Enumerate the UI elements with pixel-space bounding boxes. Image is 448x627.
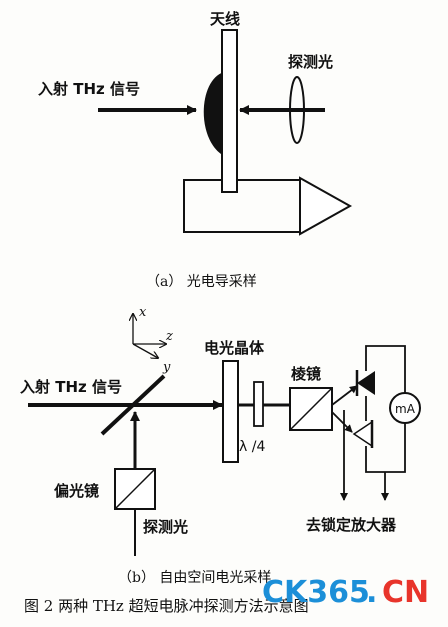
ammeter-label: mA	[395, 402, 416, 416]
axis-x-label: x	[139, 305, 147, 320]
circuit-wiring	[183, 179, 300, 233]
figure-caption: 图 2 两种 THz 超短电脉冲探测方法示意图	[24, 597, 309, 615]
incident-thz-label-b: 入射 THz 信号	[20, 378, 122, 396]
quarter-wave-plate	[253, 381, 264, 427]
eo-crystal	[222, 360, 239, 463]
incident-thz-label-a: 入射 THz 信号	[38, 80, 140, 98]
polarization-ellipse	[289, 76, 305, 144]
axis-z-label: z	[165, 329, 173, 344]
prism-diagonal	[289, 387, 333, 431]
beam-splitter	[100, 374, 166, 436]
focusing-lens	[203, 72, 224, 156]
crystal-label: 电光晶体	[204, 339, 265, 357]
probe-light-label-b: 探测光	[143, 518, 188, 536]
axis-y-label: y	[162, 360, 171, 375]
prism-label: 棱镜	[291, 365, 321, 383]
photodiode-lower	[352, 420, 373, 448]
antenna-label: 天线	[210, 10, 240, 28]
caption-a: （a） 光电导采样	[146, 274, 257, 290]
probe-light-label-a: 探测光	[288, 53, 333, 71]
split-beam-upper	[331, 385, 358, 406]
polarizer-diagonal	[114, 468, 156, 510]
lockin-amplifier-label: 去锁定放大器	[306, 516, 397, 534]
watermark-ck365: CK365	[262, 575, 370, 610]
amplifier-triangle	[299, 176, 353, 236]
watermark-cn: CN	[382, 575, 429, 610]
ammeter	[389, 392, 421, 424]
caption-b: （b） 自由空间电光采样	[118, 570, 271, 586]
diagram-a: 天线 入射 THz 信号 探测光 （a） 光电导采样	[38, 10, 353, 290]
antenna	[221, 29, 238, 193]
polarizer-label: 偏光镜	[54, 482, 99, 500]
watermark-logo: CK365 . CN	[262, 575, 429, 610]
split-beam-lower	[331, 411, 353, 433]
circuit-top-wire	[365, 345, 406, 396]
photodiode-upper	[357, 371, 375, 395]
diagram-b: x z y 电光晶体 入射 THz 信号 λ /4 棱镜 mA	[20, 305, 421, 586]
watermark-dot: .	[366, 575, 377, 610]
quarter-wave-label: λ /4	[239, 439, 265, 455]
axis-y-arrow	[132, 343, 158, 358]
